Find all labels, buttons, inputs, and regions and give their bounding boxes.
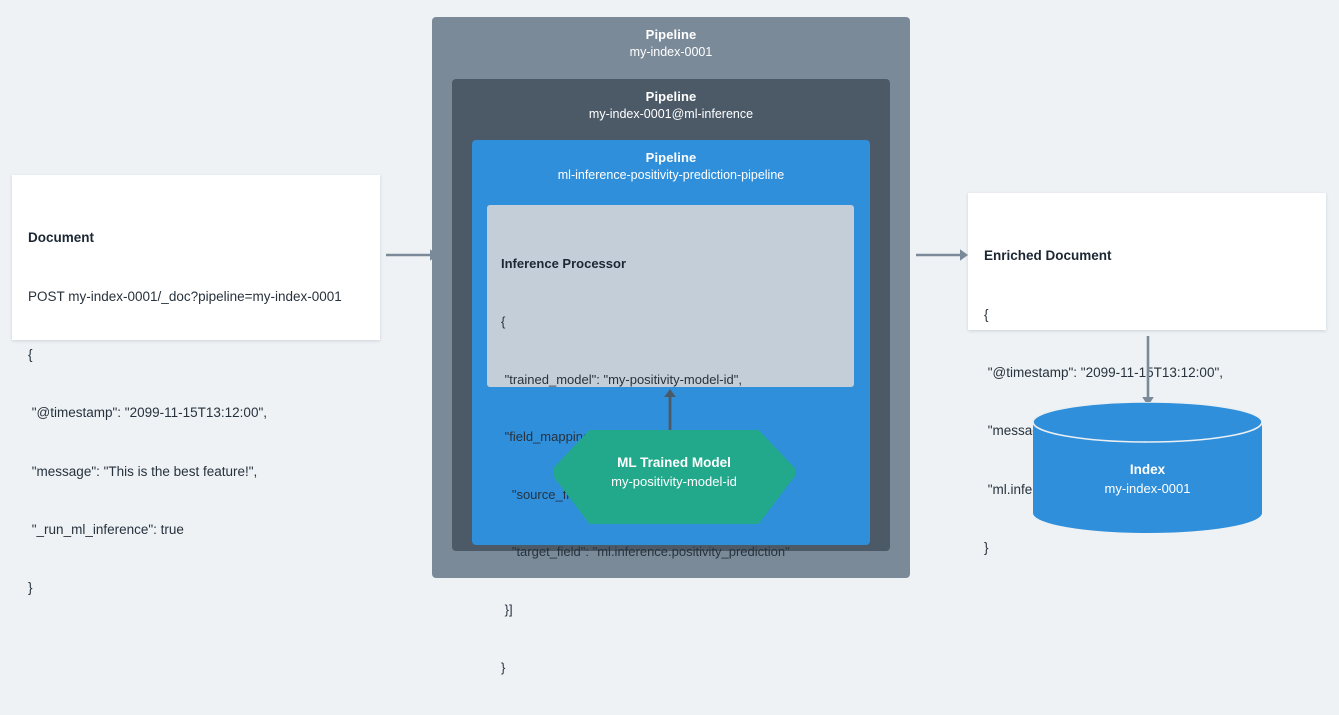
pipeline-outer-label: Pipeline my-index-0001 bbox=[432, 17, 910, 62]
arrow-right-icon bbox=[916, 249, 968, 261]
inference-processor-panel: Inference Processor { "trained_model": "… bbox=[487, 205, 854, 675]
pipeline-middle-label: Pipeline my-index-0001@ml-inference bbox=[452, 79, 890, 124]
inference-processor-line-5: }] bbox=[501, 602, 513, 618]
enriched-document-line-0: { bbox=[984, 307, 989, 323]
inference-processor-line-1: "trained_model": "my-positivity-model-id… bbox=[501, 371, 742, 387]
arrow-enriched-document-to-index bbox=[1139, 336, 1157, 406]
source-document-line-0: POST my-index-0001/_doc?pipeline=my-inde… bbox=[28, 289, 342, 305]
source-document-line-1: { bbox=[28, 347, 33, 363]
arrow-document-to-pipeline bbox=[386, 245, 438, 265]
pipeline-outer-title: Pipeline bbox=[645, 27, 697, 42]
inference-processor-line-6: } bbox=[501, 659, 506, 675]
pipeline-middle-name: my-index-0001@ml-inference bbox=[588, 107, 754, 122]
enriched-document-title: Enriched Document bbox=[984, 247, 1112, 263]
pipeline-middle-title: Pipeline bbox=[645, 89, 697, 104]
hexagon-icon bbox=[551, 428, 797, 526]
source-document-line-5: } bbox=[28, 580, 33, 596]
pipeline-inner-name: ml-inference-positivity-prediction-pipel… bbox=[557, 168, 785, 183]
enriched-document-card: Enriched Document { "@timestamp": "2099-… bbox=[968, 193, 1326, 555]
source-document-line-4: "_run_ml_inference": true bbox=[28, 521, 184, 537]
arrow-pipeline-to-enriched-document bbox=[916, 245, 968, 265]
source-document-title: Document bbox=[28, 229, 95, 245]
diagram-canvas: Document POST my-index-0001/_doc?pipelin… bbox=[12, 17, 1326, 675]
pipeline-outer-name: my-index-0001 bbox=[629, 45, 713, 60]
enriched-document-line-1: "@timestamp": "2099-11-15T13:12:00", bbox=[984, 365, 1223, 381]
cylinder-icon bbox=[1032, 401, 1263, 533]
ml-trained-model-shape: ML Trained Model my-positivity-model-id bbox=[551, 428, 797, 526]
source-document-card: Document POST my-index-0001/_doc?pipelin… bbox=[12, 175, 380, 595]
arrow-right-icon bbox=[386, 249, 438, 261]
inference-processor-title: Inference Processor bbox=[501, 256, 627, 272]
enriched-document-line-4: } bbox=[984, 539, 989, 555]
source-document-line-2: "@timestamp": "2099-11-15T13:12:00", bbox=[28, 405, 267, 421]
source-document-line-3: "message": "This is the best feature!", bbox=[28, 463, 258, 479]
arrow-down-icon bbox=[1142, 336, 1154, 406]
inference-processor-line-4: "target_field": "ml.inference.positivity… bbox=[501, 544, 790, 560]
index-shape: Index my-index-0001 bbox=[1031, 401, 1264, 535]
pipeline-inner-title: Pipeline bbox=[645, 150, 697, 165]
inference-processor-line-0: { bbox=[501, 314, 506, 330]
pipeline-inner-label: Pipeline ml-inference-positivity-predict… bbox=[472, 140, 870, 185]
